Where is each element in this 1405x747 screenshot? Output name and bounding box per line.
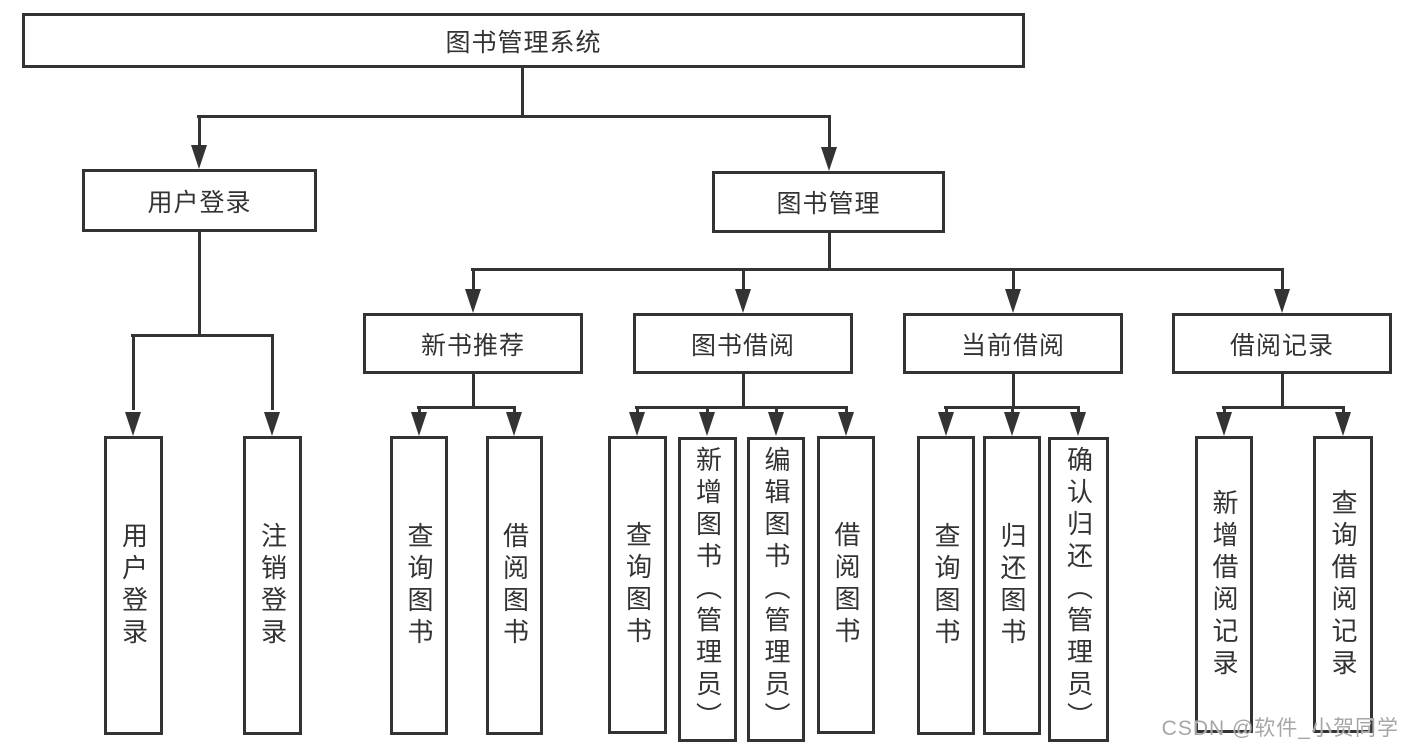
connector-arrow-user-login-shaft — [198, 115, 201, 147]
node-book-management-label: 图书管理 — [776, 190, 881, 218]
leaf-query-borrow-record-label: 查询借阅记录 — [1328, 488, 1358, 681]
arrow-down-icon — [699, 412, 715, 436]
connector-branch-new-book — [417, 406, 516, 409]
connector-arrow-shaft — [945, 406, 948, 416]
leaf-borrow-books-recommend: 借阅图书 — [486, 436, 543, 735]
arrow-down-icon — [1070, 412, 1086, 436]
node-user-login-label: 用户登录 — [147, 188, 252, 217]
leaf-return-books: 归还图书 — [983, 436, 1041, 735]
leaf-query-books-recommend: 查询图书 — [390, 436, 448, 735]
arrow-down-icon — [629, 412, 645, 436]
leaf-query-books-borrow: 查询图书 — [608, 436, 667, 734]
leaf-user-login-label: 用户登录 — [118, 521, 149, 650]
node-book-borrow: 图书借阅 — [633, 313, 853, 374]
connector-arrow-shaft — [742, 268, 745, 292]
connector-arrow-shaft — [1077, 406, 1080, 416]
arrow-down-icon — [838, 412, 854, 436]
connector-stem — [742, 374, 745, 408]
leaf-query-books-borrow-label: 查询图书 — [622, 521, 653, 649]
connector-arrow-shaft — [1012, 268, 1015, 292]
arrow-down-icon — [938, 412, 954, 436]
connector-arrow-shaft — [1223, 406, 1226, 416]
connector-book-mgmt-stem — [828, 233, 831, 270]
leaf-confirm-return-admin: 确认归还（管理员） — [1048, 437, 1109, 742]
connector-branch-book-borrow — [635, 406, 847, 409]
arrow-down-icon — [465, 289, 481, 313]
connector-stem — [1281, 374, 1284, 408]
connector-arrow-shaft — [1011, 406, 1014, 416]
leaf-borrow-books-label: 借阅图书 — [831, 521, 861, 649]
node-new-book-recommend: 新书推荐 — [363, 313, 583, 374]
leaf-borrow-books-recommend-label: 借阅图书 — [499, 521, 530, 650]
connector-arrow-shaft — [513, 406, 516, 416]
connector-arrow-shaft — [636, 406, 639, 416]
leaf-add-book-admin-label: 新增图书（管理员） — [692, 445, 723, 734]
arrow-down-icon — [191, 145, 207, 169]
connector-arrow-leaf-shaft — [271, 334, 274, 410]
leaf-edit-book-admin: 编辑图书（管理员） — [747, 437, 805, 742]
node-current-borrow: 当前借阅 — [903, 313, 1123, 374]
leaf-query-books-current: 查询图书 — [917, 436, 975, 735]
arrow-down-icon — [1335, 412, 1351, 436]
connector-arrow-shaft — [418, 406, 421, 416]
node-user-login: 用户登录 — [82, 169, 317, 232]
leaf-query-books-recommend-label: 查询图书 — [404, 521, 434, 650]
leaf-add-borrow-record-label: 新增借阅记录 — [1209, 488, 1239, 681]
arrow-down-icon — [735, 289, 751, 313]
arrow-down-icon — [1005, 289, 1021, 313]
leaf-user-login: 用户登录 — [104, 436, 163, 735]
leaf-add-borrow-record: 新增借阅记录 — [1195, 436, 1253, 733]
node-book-borrow-label: 图书借阅 — [690, 331, 795, 360]
connector-arrow-leaf-shaft — [132, 334, 135, 410]
connector-arrow-shaft — [845, 406, 848, 416]
connector-arrow-shaft — [1281, 268, 1284, 292]
node-current-borrow-label: 当前借阅 — [960, 331, 1065, 360]
watermark: CSDN @软件_小贺同学 — [1161, 717, 1399, 740]
leaf-query-books-current-label: 查询图书 — [931, 521, 961, 650]
leaf-return-books-label: 归还图书 — [997, 521, 1027, 650]
connector-arrow-shaft — [1342, 406, 1345, 416]
connector-arrow-book-mgmt-shaft — [828, 115, 831, 149]
leaf-query-borrow-record: 查询借阅记录 — [1313, 436, 1373, 733]
connector-branch-borrow-records — [1222, 406, 1344, 409]
arrow-down-icon — [125, 412, 141, 436]
arrow-down-icon — [264, 412, 280, 436]
connector-user-login-stem — [198, 232, 201, 336]
connector-arrow-shaft — [775, 406, 778, 416]
connector-arrow-shaft — [706, 406, 709, 416]
node-root: 图书管理系统 — [22, 13, 1025, 68]
connector-stem — [472, 374, 475, 408]
arrow-down-icon — [411, 412, 427, 436]
connector-stem — [1012, 374, 1015, 408]
arrow-down-icon — [821, 147, 837, 171]
node-book-management: 图书管理 — [712, 171, 945, 233]
node-borrow-records-label: 借阅记录 — [1229, 331, 1334, 360]
arrow-down-icon — [768, 412, 784, 436]
leaf-borrow-books: 借阅图书 — [817, 436, 875, 734]
leaf-add-book-admin: 新增图书（管理员） — [678, 437, 737, 742]
arrow-down-icon — [1274, 289, 1290, 313]
node-new-book-recommend-label: 新书推荐 — [420, 331, 525, 360]
node-root-label: 图书管理系统 — [445, 28, 602, 57]
connector-root-stem — [521, 68, 524, 117]
arrow-down-icon — [1216, 412, 1232, 436]
connector-l3-branch — [471, 268, 1283, 271]
leaf-logout-label: 注销登录 — [257, 521, 288, 650]
connector-l1-branch — [197, 115, 831, 118]
arrow-down-icon — [506, 412, 522, 436]
connector-arrow-shaft — [472, 268, 475, 292]
arrow-down-icon — [1004, 412, 1020, 436]
connector-user-login-branch — [131, 334, 274, 337]
leaf-logout: 注销登录 — [243, 436, 302, 735]
leaf-edit-book-admin-label: 编辑图书（管理员） — [761, 445, 791, 734]
node-borrow-records: 借阅记录 — [1172, 313, 1392, 374]
leaf-confirm-return-admin-label: 确认归还（管理员） — [1063, 445, 1094, 734]
